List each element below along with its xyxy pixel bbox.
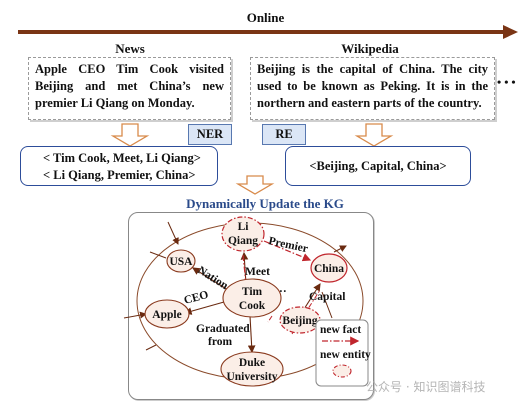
svg-text:USA: USA (169, 256, 193, 268)
wiki-down-arrow (354, 123, 394, 147)
re-tag: RE (262, 124, 306, 145)
wikipedia-label: Wikipedia (341, 41, 399, 56)
label-premier: Premier (267, 235, 309, 255)
node-beijing: Beijing (279, 306, 321, 334)
ner-triple-2: < Li Qiang, Premier, China> (43, 168, 196, 182)
node-usa: USA (166, 249, 196, 273)
node-china: China (310, 253, 348, 283)
kg-legend: new fact new entity (315, 319, 371, 387)
svg-text:Duke: Duke (239, 357, 265, 369)
svg-text:Qiang: Qiang (228, 235, 258, 247)
svg-text:Cook: Cook (239, 300, 266, 312)
node-li-qiang: Li Qiang (221, 216, 265, 252)
re-output-box: <Beijing, Capital, China> (285, 146, 471, 186)
legend-new-fact-label: new fact (320, 324, 361, 336)
label-capital: Capital (309, 291, 345, 303)
label-ceo: CEO (183, 289, 210, 307)
edge-capital-new (291, 289, 321, 335)
kg-title: Dynamically Update the KG (186, 196, 344, 211)
legend-new-entity-label: new entity (320, 349, 371, 361)
label-meet: Meet (245, 266, 270, 278)
kg-down-arrow (235, 175, 275, 195)
svg-text:Beijing: Beijing (282, 315, 317, 327)
node-apple: Apple (144, 299, 190, 329)
edge-nation (192, 267, 229, 291)
news-down-arrow (110, 123, 150, 147)
label-graduated: Graduated (196, 323, 250, 335)
edge-graduated (247, 315, 256, 354)
edge-premier-new (263, 240, 312, 262)
svg-text:University: University (226, 371, 277, 383)
svg-text:Tim: Tim (242, 286, 263, 298)
watermark: 公众号 · 知识图谱科技 (366, 380, 486, 394)
label-nation: Nation (195, 264, 230, 292)
news-text-box: Apple CEO Tim Cook visited Beijing and m… (28, 57, 231, 120)
wikipedia-text-box: Beijing is the capital of China. The cit… (250, 57, 495, 120)
svg-text:China: China (314, 263, 344, 275)
node-tim-cook: Tim Cook (222, 278, 282, 318)
svg-text:Apple: Apple (152, 309, 181, 321)
edge-ceo (183, 301, 225, 315)
ner-output-box: < Tim Cook, Meet, Li Qiang> < Li Qiang, … (20, 146, 218, 186)
news-label: News (115, 41, 145, 56)
ner-tag: NER (188, 124, 232, 145)
node-duke-university: Duke University (220, 351, 284, 387)
edge-dots: ·· (279, 286, 287, 298)
svg-text:Li: Li (238, 221, 250, 233)
label-graduated-from: from (208, 336, 232, 348)
ellipsis-more: • • • (497, 75, 516, 89)
online-label: Online (246, 10, 285, 25)
ner-triple-1: < Tim Cook, Meet, Li Qiang> (43, 151, 201, 165)
